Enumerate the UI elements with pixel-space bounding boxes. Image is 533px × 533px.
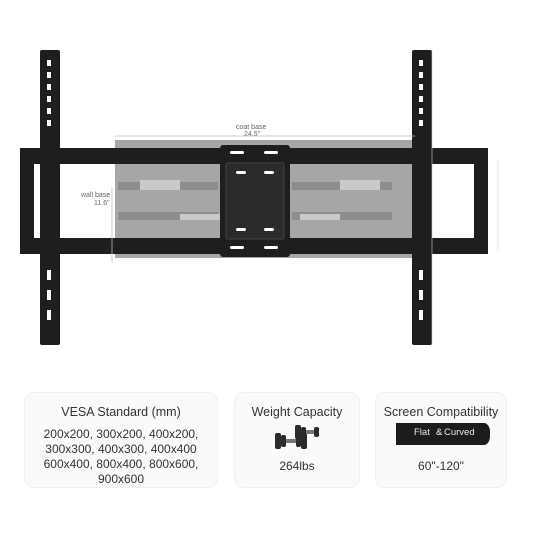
weight-title: Weight Capacity bbox=[251, 405, 343, 419]
height-dimension-label: wall base bbox=[81, 192, 111, 199]
vesa-line: 200x200, 300x200, 400x200, bbox=[43, 427, 199, 441]
vesa-line: 300x300, 400x300, 400x400 bbox=[45, 442, 197, 456]
right-vertical-bracket bbox=[412, 50, 432, 345]
screen-types-icon: Flat & Curved bbox=[396, 423, 490, 445]
screen-size-range: 60"-120" bbox=[418, 459, 464, 473]
arm-lower-left bbox=[118, 212, 218, 220]
arm-lower-right bbox=[292, 212, 392, 220]
vesa-title: VESA Standard (mm) bbox=[61, 405, 181, 419]
curved-tv-icon bbox=[440, 423, 490, 445]
flat-tv-icon bbox=[396, 423, 442, 445]
screen-compatibility-card: Screen Compatibility Flat & Curved 60"-1… bbox=[375, 392, 507, 488]
dumbbell-icon bbox=[275, 425, 319, 449]
ampersand-label: & bbox=[436, 427, 443, 438]
left-vertical-bracket bbox=[40, 50, 60, 345]
width-dimension-label: coat base bbox=[236, 124, 267, 131]
vesa-standard-card: VESA Standard (mm) 200x200, 300x200, 400… bbox=[24, 392, 218, 488]
vesa-line: 600x400, 800x400, 800x600, bbox=[43, 457, 199, 471]
screen-title: Screen Compatibility bbox=[383, 405, 499, 419]
vesa-line: 900x600 bbox=[97, 472, 145, 486]
tv-wall-mount-image bbox=[20, 50, 499, 345]
weight-value: 264lbs bbox=[279, 459, 315, 473]
width-dimension-value: 24.5" bbox=[244, 131, 261, 138]
flat-label: Flat bbox=[414, 427, 430, 438]
height-dimension-value: 11.6" bbox=[94, 200, 110, 207]
weight-capacity-card: Weight Capacity 264lbs bbox=[234, 392, 360, 488]
vesa-size-list: 200x200, 300x200, 400x200, 300x300, 400x… bbox=[25, 427, 217, 487]
curved-label: Curved bbox=[444, 427, 475, 438]
